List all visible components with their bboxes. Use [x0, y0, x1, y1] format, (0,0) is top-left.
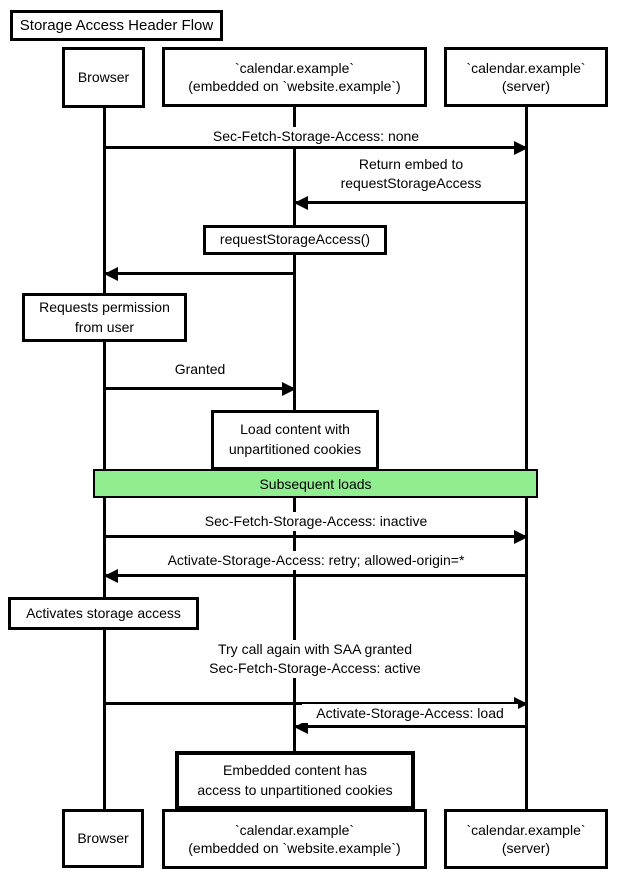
message-label-sec-fetch-inactive: Sec-Fetch-Storage-Access: inactive	[190, 512, 442, 531]
arrow-server-to-embed-return-embed	[294, 195, 527, 210]
note-activates-storage-access: Activates storage access	[8, 597, 199, 630]
actor-browser-top: Browser	[62, 47, 145, 108]
actor-server-top: `calendar.example` (server)	[444, 47, 608, 107]
note-requests-permission-from-user: Requests permission from user	[22, 293, 187, 342]
actor-browser-bottom: Browser	[62, 809, 144, 868]
lifeline-browser	[103, 107, 106, 809]
actor-embed-top: `calendar.example` (embedded on `website…	[162, 47, 427, 107]
message-label-granted: Granted	[170, 360, 230, 379]
note-request-storage-access: requestStorageAccess()	[203, 225, 387, 255]
message-label-sec-fetch-none: Sec-Fetch-Storage-Access: none	[201, 127, 431, 146]
arrow-browser-to-server-sec-fetch-inactive	[105, 529, 528, 544]
message-label-activate-retry: Activate-Storage-Access: retry; allowed-…	[147, 551, 485, 570]
message-label-try-again: Try call again with SAA granted Sec-Fetc…	[195, 640, 435, 678]
diagram-title: Storage Access Header Flow	[10, 10, 223, 41]
arrow-server-to-browser-activate-retry	[104, 568, 527, 583]
arrow-embed-to-browser-request-storage-access	[104, 266, 295, 281]
arrow-browser-to-server-sec-fetch-none	[105, 140, 528, 155]
lifeline-server	[525, 107, 528, 809]
actor-embed-bottom: `calendar.example` (embedded on `website…	[162, 809, 427, 869]
band-subsequent-loads: Subsequent loads	[93, 469, 538, 498]
arrow-browser-to-embed-granted	[105, 381, 296, 396]
message-label-return-embed: Return embed to requestStorageAccess	[328, 155, 494, 193]
actor-server-bottom: `calendar.example` (server)	[444, 809, 608, 869]
message-label-activate-load: Activate-Storage-Access: load	[302, 704, 518, 723]
note-embedded-content-access: Embedded content has access to unpartiti…	[175, 751, 415, 810]
note-load-content-unpartitioned-cookies: Load content with unpartitioned cookies	[211, 410, 379, 470]
arrow-server-to-embed-activate-load	[294, 719, 527, 734]
